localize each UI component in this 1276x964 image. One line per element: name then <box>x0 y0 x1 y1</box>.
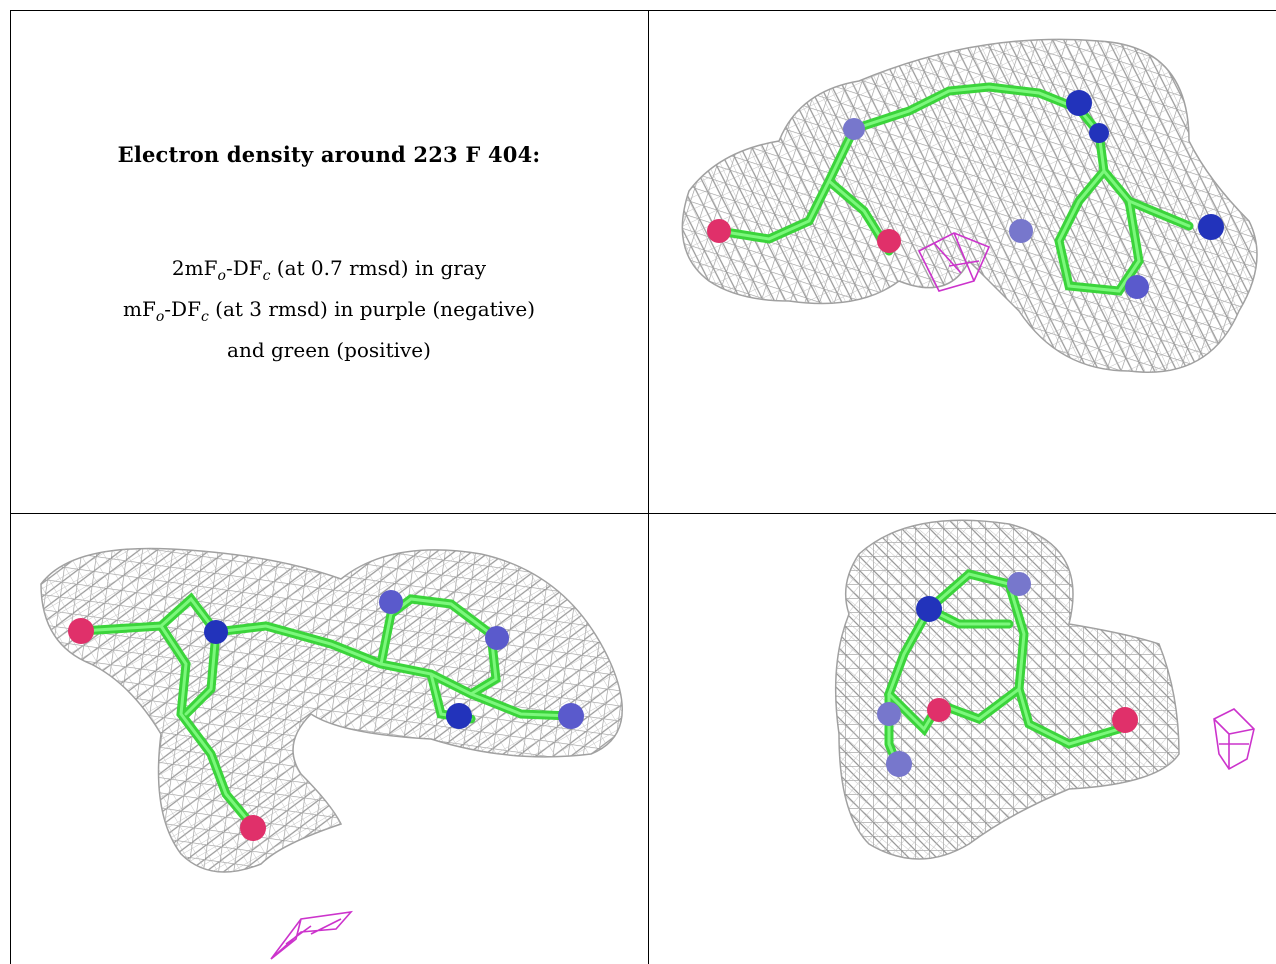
stick-model-bottom-left <box>76 592 576 829</box>
atoms-bottom-left <box>68 590 584 841</box>
legend-text: -DF <box>164 297 201 321</box>
caption-legend: 2mFo-DFc (at 0.7 rmsd) in gray mFo-DFc (… <box>10 252 648 367</box>
view-top-right <box>649 11 1276 513</box>
density-render-top-right <box>681 38 1258 373</box>
purple-mesh-top-right <box>917 232 991 292</box>
density-render-bottom-right <box>834 519 1255 860</box>
caption-title: Electron density around 223 F 404: <box>117 142 541 167</box>
legend-subscript: c <box>262 268 271 284</box>
table-middle-border <box>10 513 1276 514</box>
legend-text: -DF <box>225 256 263 280</box>
table-center-border <box>648 10 649 964</box>
legend-subscript: o <box>155 309 165 325</box>
view-bottom-left <box>11 514 648 964</box>
legend-text: 2mF <box>171 256 218 280</box>
purple-mesh-bottom-left <box>270 910 354 960</box>
table-top-border <box>10 10 1276 11</box>
atoms-bottom-right <box>877 572 1138 777</box>
legend-subscript: c <box>200 309 209 325</box>
legend-line-gray: 2mFo-DFc (at 0.7 rmsd) in gray <box>10 252 648 293</box>
purple-mesh-bottom-right <box>1213 708 1255 771</box>
density-render-bottom-left <box>40 547 623 960</box>
caption-cell: Electron density around 223 F 404: 2mFo-… <box>10 12 648 512</box>
stick-model-bottom-right <box>883 569 1124 774</box>
view-bottom-right <box>649 514 1276 964</box>
table-left-border <box>10 10 11 964</box>
legend-subscript: o <box>217 268 226 284</box>
gray-mesh-bottom-left <box>40 547 623 873</box>
legend-line-difference: mFo-DFc (at 3 rmsd) in purple (negative) <box>10 293 648 334</box>
legend-text: mF <box>123 297 156 321</box>
atoms-top-right <box>707 90 1224 299</box>
legend-line-colors: and green (positive) <box>227 338 431 362</box>
legend-text: (at 3 rmsd) in purple (negative) <box>208 297 535 321</box>
legend-text: (at 0.7 rmsd) in gray <box>270 256 487 280</box>
